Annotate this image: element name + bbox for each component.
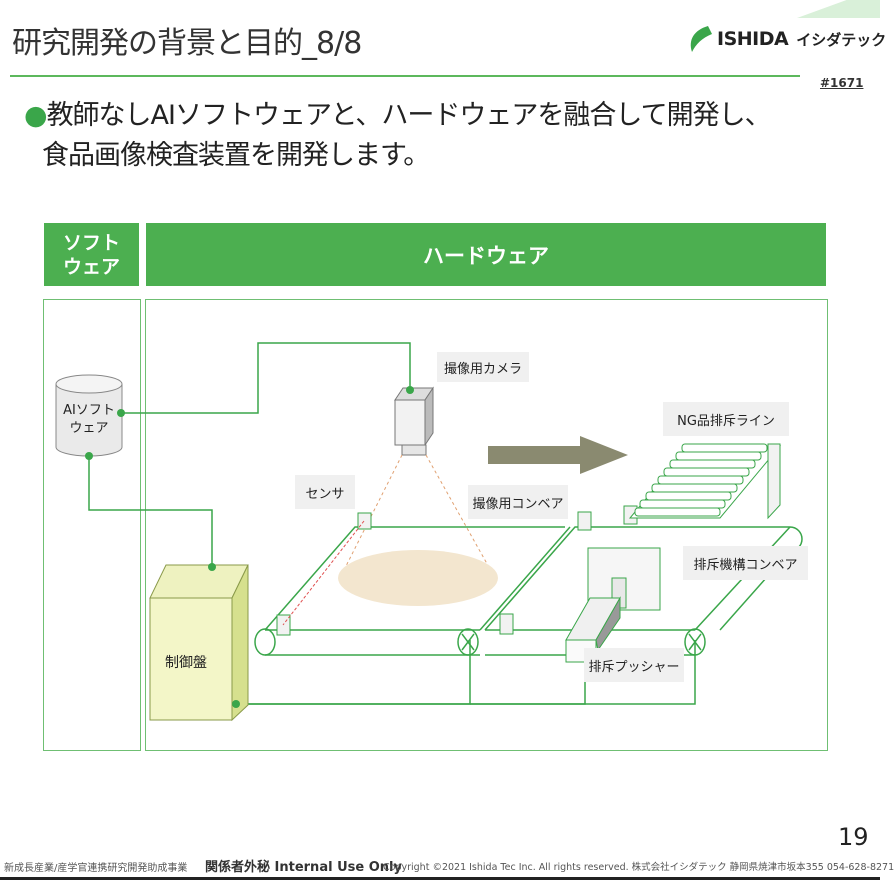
conveyor-label: 撮像用コンベア [468,485,568,519]
control-panel-label: 制御盤 [165,655,207,671]
software-header: ソフト ウェア [44,223,139,286]
bullet-line-1: 教師なしAIソフトウェアと、ハードウェアを融合して開発し、 [46,100,772,131]
footer-confidential: 関係者外秘 Internal Use Only [205,860,402,875]
software-panel [43,299,141,751]
ng-reject-line-icon [628,443,782,520]
title-underline [10,75,800,77]
bullet-marker: ● [24,100,48,131]
document-number: #1671 [820,76,864,90]
camera-icon [394,386,434,456]
bullet-line-2: 食品画像検査装置を開発します。 [42,140,430,171]
control-panel-box-icon [149,563,249,722]
bullet-text: ●教師なしAIソフトウェアと、ハードウェアを融合して開発し、 食品画像検査装置を… [24,96,814,176]
camera-field-of-view [338,454,498,606]
sensor-label: センサ [295,475,355,509]
camera-label: 撮像用カメラ [437,352,529,382]
footer-copyright: Copyright ©2021 Ishida Tec Inc. All righ… [383,862,894,873]
ng-line-label: NG品排斥ライン [663,402,789,436]
reject-conveyor-label: 排斥機構コンベア [683,546,808,580]
ai-software-label: AIソフト ウェア [63,403,115,436]
hardware-header: ハードウェア [146,223,826,286]
footer: 新成長産業/産学官連携研究開発助成事業 関係者外秘 Internal Use O… [0,855,894,877]
arrow-right-icon [488,436,628,474]
corner-decoration [790,0,880,18]
logo-brand: ISHIDA [717,28,789,50]
footer-rule [0,877,880,880]
footer-program: 新成長産業/産学官連携研究開発助成事業 [4,863,188,874]
page-number: 19 [838,823,869,851]
hardware-header-label: ハードウェア [423,243,549,268]
pusher-label: 排斥プッシャー [584,648,684,682]
ai-database-icon [55,374,125,460]
sensor-beam [282,520,365,626]
pusher-mechanism-icon [565,547,661,663]
software-header-label: ソフト ウェア [62,231,120,278]
imaging-conveyor [254,526,571,656]
logo-kana: イシダテック [796,30,887,49]
ishida-logo-icon [690,26,712,52]
page-title: 研究開発の背景と目的_8/8 [12,26,362,61]
company-logo: ISHIDA イシダテック [686,24,886,54]
